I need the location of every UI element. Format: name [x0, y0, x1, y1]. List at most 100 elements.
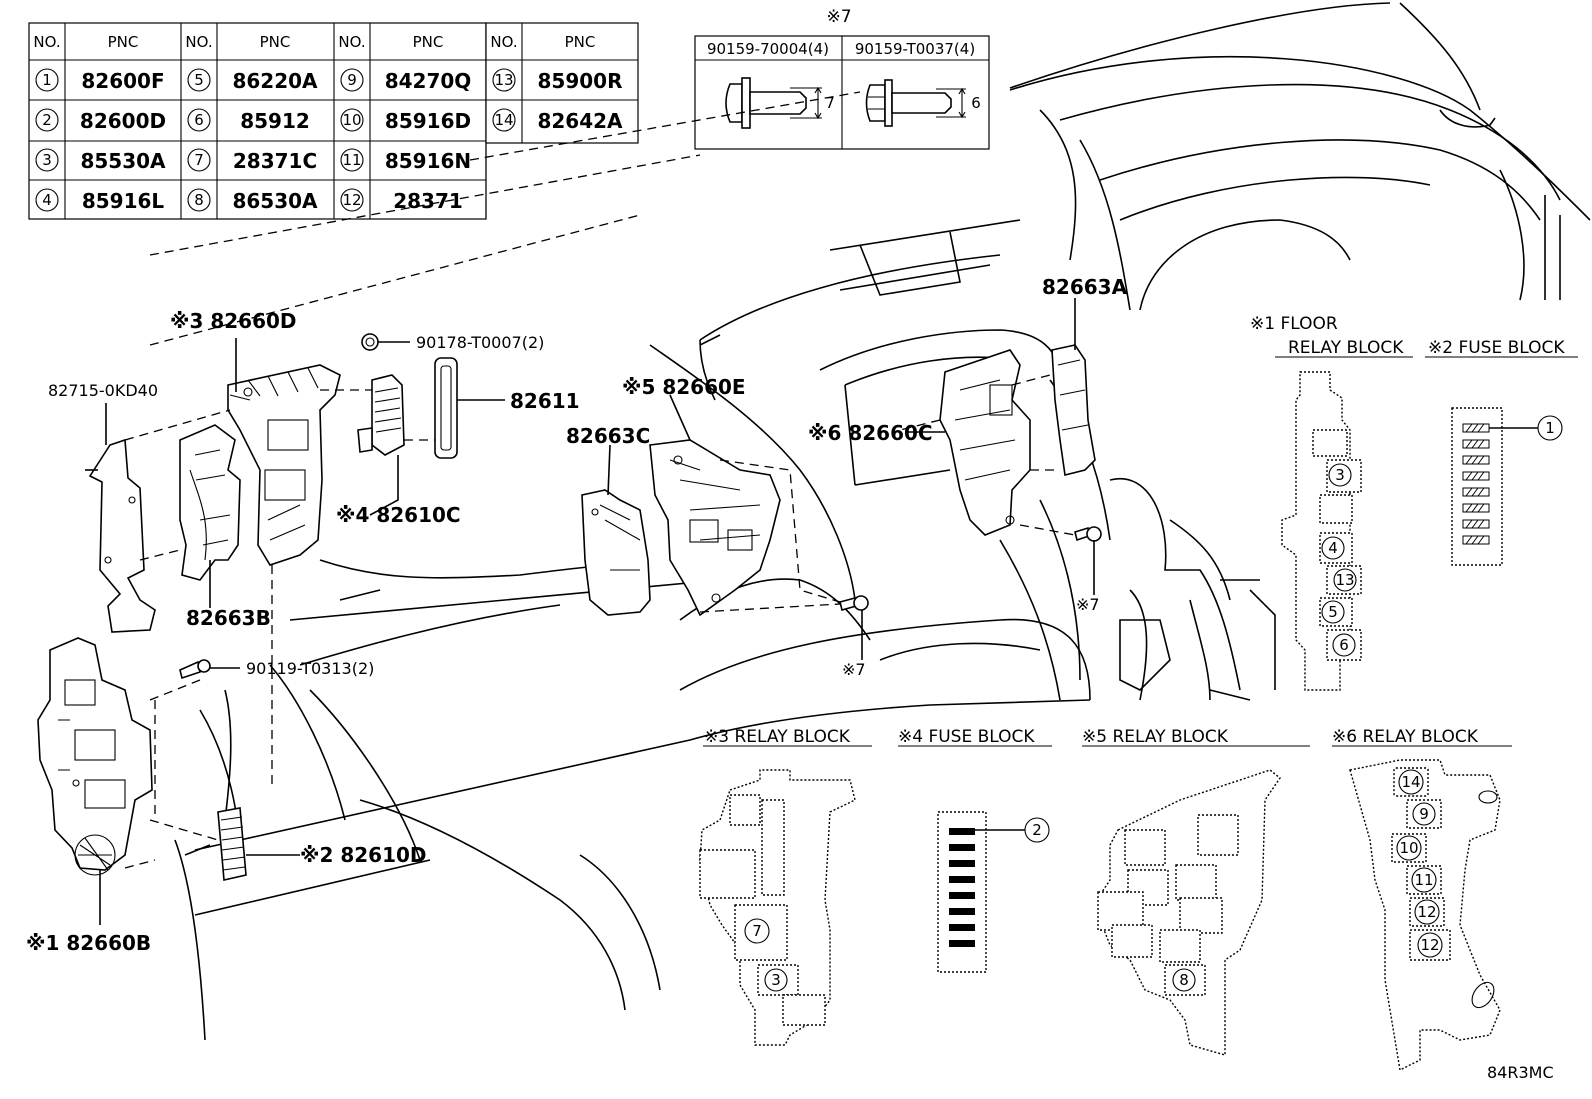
marker: 9 — [1419, 805, 1429, 823]
bolt-col-2: 90159-T0037(4) — [855, 40, 975, 58]
marker: 1 — [1545, 419, 1555, 437]
marker: 12 — [1420, 936, 1439, 954]
dashboard-outline — [149, 2, 1591, 1041]
fuse-block-4-detail: ※4 FUSE BLOCK 2 — [898, 727, 1052, 973]
pnc-value: 86530A — [232, 189, 318, 213]
label-90178-T0007: 90178-T0007(2) — [416, 333, 544, 352]
pnc-no: 11 — [342, 151, 361, 169]
label-s7-a: ※7 — [842, 660, 866, 679]
part-82663B — [179, 424, 241, 581]
diagram-code: 84R3MC — [1487, 1063, 1554, 1082]
part-82611 — [434, 357, 458, 459]
pnc-value: 85530A — [80, 149, 166, 173]
pnc-no: 13 — [494, 71, 513, 89]
label-82611: 82611 — [510, 389, 580, 413]
part-labels: ※3 82660D 82715-0KD40 90178-T0007(2) 826… — [26, 275, 1554, 1082]
clip-90178-icon — [361, 333, 379, 351]
pnc-header-no-2: NO. — [185, 33, 212, 51]
pnc-value: 82600F — [81, 69, 164, 93]
pnc-value: 82642A — [537, 109, 623, 133]
label-82663A: 82663A — [1042, 275, 1128, 299]
marker: 7 — [752, 922, 762, 940]
assembly-lines — [124, 374, 1076, 869]
label-82610D: ※2 82610D — [300, 843, 427, 867]
pnc-header-no-3: NO. — [338, 33, 365, 51]
fuse-block-2-detail: ※2 FUSE BLOCK 1 — [1425, 338, 1578, 566]
marker: 2 — [1032, 821, 1042, 839]
marker: 8 — [1179, 971, 1189, 989]
marker: 3 — [771, 971, 781, 989]
label-82660E: ※5 82660E — [622, 375, 746, 399]
relay5-title: ※5 RELAY BLOCK — [1082, 727, 1229, 747]
relay3-title: ※3 RELAY BLOCK — [704, 727, 851, 747]
pnc-value: 85900R — [538, 69, 623, 93]
pnc-header-pnc-2: PNC — [260, 33, 291, 51]
floor-relay-block-detail: ※1 FLOOR RELAY BLOCK 3 4 13 5 6 — [1250, 314, 1413, 691]
pnc-table: NO. PNC NO. PNC NO. PNC NO. PNC 1 82600F… — [28, 22, 639, 220]
label-82663C: 82663C — [566, 424, 650, 448]
pnc-value: 85916N — [385, 149, 471, 173]
bolt-flange-icon: 6 — [865, 79, 981, 127]
pnc-no: 7 — [194, 151, 204, 169]
floor-relay-title-1: ※1 FLOOR — [1250, 314, 1338, 334]
marker: 6 — [1339, 636, 1349, 654]
bolt-s7-icon-b — [1074, 526, 1102, 542]
part-82610C — [357, 374, 405, 456]
part-82663A — [1051, 344, 1096, 476]
label-s7-b: ※7 — [1076, 595, 1100, 614]
pnc-header-no-4: NO. — [490, 33, 517, 51]
part-82663C — [581, 489, 651, 616]
pnc-no: 12 — [342, 191, 361, 209]
bolt-table: ※7 90159-70004(4) 90159-T0037(4) 7 — [694, 7, 990, 150]
bolt-dim-1: 7 — [825, 94, 835, 112]
pnc-no: 3 — [42, 151, 52, 169]
pnc-value: 85916L — [82, 189, 165, 213]
marker: 5 — [1328, 603, 1338, 621]
bolt-col-1: 90159-70004(4) — [707, 40, 829, 58]
pnc-header-pnc-4: PNC — [565, 33, 596, 51]
pnc-no: 4 — [42, 191, 52, 209]
pnc-no: 8 — [194, 191, 204, 209]
pnc-value: 86220A — [232, 69, 318, 93]
pnc-no: 14 — [494, 111, 513, 129]
bolt-dim-2: 6 — [971, 94, 981, 112]
part-82660C — [939, 349, 1031, 536]
leader-lines — [99, 298, 1095, 925]
marker: 14 — [1401, 773, 1420, 791]
pnc-value: 28371C — [233, 149, 317, 173]
pnc-value: 84270Q — [385, 69, 472, 93]
relay-block-6-detail: ※6 RELAY BLOCK 14 9 10 11 12 12 — [1332, 727, 1512, 1072]
label-82660B: ※1 82660B — [26, 931, 151, 955]
marker: 13 — [1335, 571, 1354, 589]
fuse4-title: ※4 FUSE BLOCK — [898, 727, 1035, 747]
marker: 4 — [1328, 539, 1338, 557]
label-82660C: ※6 82660C — [808, 421, 933, 445]
pnc-no: 5 — [194, 71, 204, 89]
relay-block-5-detail: ※5 RELAY BLOCK 8 — [1082, 727, 1310, 1056]
pnc-no: 6 — [194, 111, 204, 129]
label-82660D: ※3 82660D — [170, 309, 297, 333]
pnc-header-pnc-3: PNC — [413, 33, 444, 51]
bolt-s7-icon-a — [839, 595, 869, 611]
bolt-table-title: ※7 — [826, 7, 851, 27]
part-82660E — [649, 439, 781, 617]
pnc-no: 1 — [42, 71, 52, 89]
pnc-no: 9 — [347, 71, 357, 89]
part-82610D — [217, 807, 247, 881]
label-82663B: 82663B — [186, 606, 271, 630]
pnc-no: 10 — [342, 111, 361, 129]
marker: 12 — [1417, 903, 1436, 921]
relay-block-3-detail: ※3 RELAY BLOCK 7 3 — [699, 727, 872, 1046]
marker: 10 — [1399, 839, 1418, 857]
part-82660B — [37, 637, 153, 876]
pnc-header-no-1: NO. — [33, 33, 60, 51]
pnc-value: 82600D — [80, 109, 166, 133]
pnc-value: 85916D — [385, 109, 471, 133]
bolt-90119-icon — [179, 659, 211, 680]
marker: 11 — [1414, 871, 1433, 889]
label-90119-T0313: 90119-T0313(2) — [246, 659, 374, 678]
pnc-no: 2 — [42, 111, 52, 129]
pnc-header-pnc-1: PNC — [108, 33, 139, 51]
marker: 3 — [1335, 466, 1345, 484]
